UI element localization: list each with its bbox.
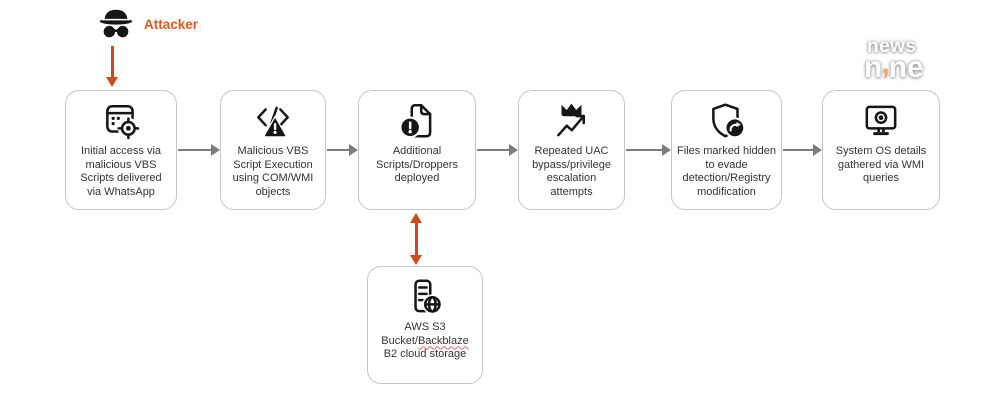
c2-double-arrow — [410, 213, 421, 265]
flow-node-uac-bypass: Repeated UAC bypass/privilege escalation… — [518, 90, 625, 210]
attacker-down-arrow — [106, 46, 118, 87]
flow-node-droppers: Additional Scripts/Droppers deployed — [358, 90, 476, 210]
document-alert-icon — [396, 100, 438, 142]
monitor-eye-icon — [860, 100, 902, 142]
logo-n-prefix: n — [864, 51, 883, 84]
flow-node-cloud-storage: AWS S3 Bucket/Backblaze B2 cloud storage — [367, 266, 483, 384]
logo-ne-suffix: ne — [888, 51, 924, 84]
flow-node-label: Additional Scripts/Droppers deployed — [376, 145, 458, 184]
flow-node-script-execution: Malicious VBS Script Execution using COM… — [220, 90, 326, 210]
flow-arrow-right — [178, 144, 220, 156]
logo-news-text: news — [867, 36, 917, 57]
logo-nine-comma: , — [881, 47, 890, 80]
storage-label-line2: Bucket/ — [381, 334, 418, 347]
flow-node-hidden-files: Files marked hidden to evade detection/R… — [671, 90, 782, 210]
code-warning-icon — [252, 100, 294, 142]
flow-node-label: AWS S3 Bucket/Backblaze B2 cloud storage — [381, 321, 468, 362]
flow-node-label: Initial access via malicious VBS Scripts… — [80, 145, 162, 198]
flow-node-label: Repeated UAC bypass/privilege escalation… — [532, 145, 611, 198]
app-window-target-icon — [100, 100, 142, 142]
flow-node-label: Malicious VBS Script Execution using COM… — [232, 145, 314, 198]
flow-node-os-details: System OS details gathered via WMI queri… — [822, 90, 940, 210]
crown-trend-arrow-icon — [551, 100, 593, 142]
attacker-label: Attacker — [144, 17, 199, 32]
logo-nine-text: n,ne — [864, 49, 924, 84]
spy-incognito-icon — [93, 5, 139, 43]
flow-node-label: Files marked hidden to evade detection/R… — [676, 145, 777, 198]
flow-arrow-right — [477, 144, 518, 156]
flow-arrow-right — [626, 144, 671, 156]
storage-label-line1: AWS S3 — [404, 321, 446, 333]
newsnine-logo: news n,ne — [864, 36, 924, 84]
flow-arrow-right — [783, 144, 822, 156]
shield-redo-icon — [706, 100, 748, 142]
flow-node-label: System OS details gathered via WMI queri… — [835, 145, 927, 184]
storage-label-line3: B2 cloud storage — [383, 348, 467, 360]
storage-label-misspelled: Backblaze — [417, 334, 469, 347]
flow-arrow-right — [327, 144, 358, 156]
server-globe-icon — [404, 276, 446, 318]
flow-node-initial-access: Initial access via malicious VBS Scripts… — [65, 90, 177, 210]
